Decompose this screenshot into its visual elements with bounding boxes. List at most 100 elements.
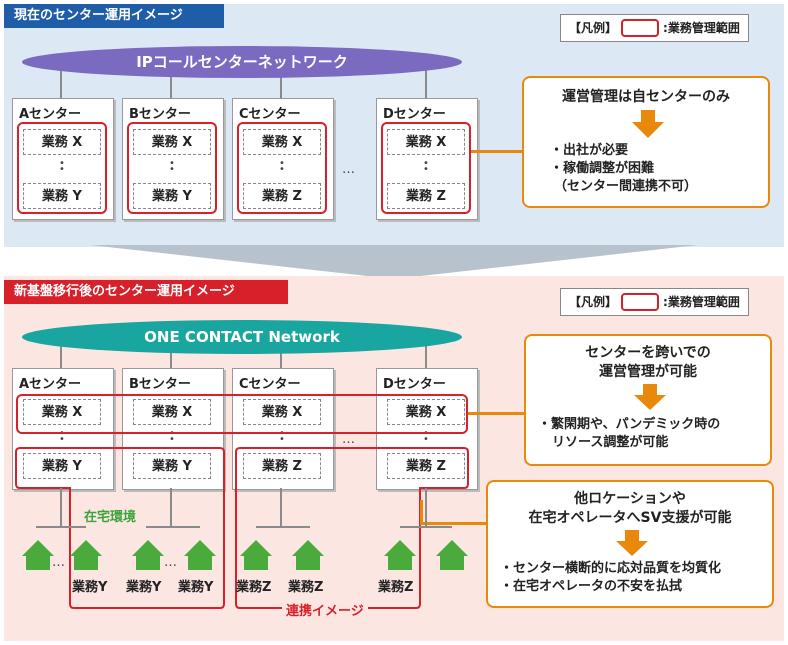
callout-connector xyxy=(420,500,423,524)
house-icon xyxy=(436,540,468,570)
house-label: 業務Z xyxy=(236,580,272,595)
callout-item: ・出社が必要 xyxy=(550,143,629,158)
house-icon xyxy=(132,540,164,570)
management-scope-a xyxy=(17,122,107,214)
tree-line xyxy=(256,526,310,528)
center-title: Bセンター xyxy=(129,377,191,392)
callout-connector xyxy=(468,412,526,415)
tree-line xyxy=(425,488,427,526)
center-title: Aセンター xyxy=(19,377,82,392)
tree-line xyxy=(60,488,62,526)
callout-cross-center: センターを跨いでの 運営管理が可能 ・繁閑期や、パンデミック時の リソース調整が… xyxy=(524,334,772,466)
management-scope-d xyxy=(381,122,471,214)
callout-heading: 運営管理は自センターのみ xyxy=(562,89,730,105)
house-icon xyxy=(384,540,416,570)
new-operation-title: 新基盤移行後のセンター運用イメージ xyxy=(4,280,288,304)
callout-heading: センターを跨いでの xyxy=(585,345,711,361)
house-icon xyxy=(22,540,54,570)
down-arrow-icon xyxy=(632,110,664,138)
center-title: Dセンター xyxy=(383,107,446,122)
connector-line xyxy=(280,70,282,100)
center-d: Dセンター 業務 X •• 業務 Z xyxy=(376,98,478,220)
legend-bottom: 【凡例】 :業務管理範囲 xyxy=(560,288,749,316)
transition-arrow-icon xyxy=(90,245,698,279)
ellipsis: … xyxy=(342,162,357,177)
house-icon xyxy=(292,540,324,570)
task-box: 業務 Z xyxy=(243,183,321,209)
callout-connector xyxy=(420,522,488,525)
vertical-dots: •• xyxy=(423,158,429,175)
connector-line xyxy=(170,70,172,100)
task-box: 業務 X xyxy=(243,399,321,425)
task-box: 業務 Y xyxy=(23,183,101,209)
callout-item: ・繁閑期や、パンデミック時の xyxy=(538,417,721,432)
house-label: 業務Y xyxy=(72,580,108,595)
callout-connector xyxy=(471,150,523,153)
ellipsis: … xyxy=(342,432,357,447)
connector-line xyxy=(425,340,427,370)
task-box: 業務 X xyxy=(23,129,101,155)
task-box: 業務 Y xyxy=(133,183,211,209)
task-box: 業務 X xyxy=(387,399,465,425)
cooperation-image-label: 連携イメージ xyxy=(282,600,368,619)
down-arrow-icon xyxy=(616,530,648,556)
center-title: Aセンター xyxy=(19,107,82,122)
vertical-dots: •• xyxy=(279,158,285,175)
legend-label: 【凡例】 xyxy=(569,295,618,309)
task-box: 業務 X xyxy=(23,399,101,425)
center-title: Cセンター xyxy=(239,107,301,122)
task-box: 業務 X xyxy=(133,399,211,425)
house-icon xyxy=(240,540,272,570)
callout-heading: 在宅オペレータへSV支援が可能 xyxy=(528,510,732,526)
house-label: 業務Y xyxy=(126,580,162,595)
legend-swatch xyxy=(621,292,660,311)
management-scope-c xyxy=(237,122,327,214)
center-title: Bセンター xyxy=(129,107,191,122)
management-scope-x-all xyxy=(16,394,468,434)
legend-top: 【凡例】:業務管理範囲 xyxy=(560,14,749,42)
connector-line xyxy=(170,340,172,370)
callout-item: リソース調整が可能 xyxy=(552,435,669,450)
legend-text: :業務管理範囲 xyxy=(663,295,740,309)
center-b: Bセンター 業務 X •• 業務 Y xyxy=(122,98,224,220)
home-environment-label: 在宅環境 xyxy=(84,510,137,525)
task-box: 業務 X xyxy=(243,129,321,155)
callout-item: ・センター横断的に応対品質を均質化 xyxy=(500,561,722,576)
house-icon xyxy=(184,540,216,570)
callout-heading: 運営管理が可能 xyxy=(599,364,697,380)
house-icon xyxy=(70,540,102,570)
tree-line xyxy=(36,526,86,528)
task-box: 業務 X xyxy=(133,129,211,155)
connector-line xyxy=(60,340,62,370)
tree-line xyxy=(400,526,452,528)
center-title: Dセンター xyxy=(383,377,446,392)
callout-current: 運営管理は自センターのみ ・出社が必要 ・稼働調整が困難 （センター間連携不可） xyxy=(522,76,770,208)
house-label: 業務Z xyxy=(288,580,324,595)
task-box: 業務 X xyxy=(387,129,465,155)
tree-line xyxy=(280,488,282,526)
house-label: 業務Z xyxy=(378,580,414,595)
callout-heading: 他ロケーションや xyxy=(574,491,686,507)
center-c: Cセンター 業務 X •• 業務 Z xyxy=(232,98,334,220)
vertical-dots: •• xyxy=(59,158,65,175)
callout-item: ・在宅オペレータの不安を払拭 xyxy=(500,579,683,594)
tree-line xyxy=(170,488,172,526)
connector-line xyxy=(280,340,282,370)
ellipsis: … xyxy=(52,555,67,570)
management-scope-b xyxy=(127,122,217,214)
center-title: Cセンター xyxy=(239,377,301,392)
vertical-dots: •• xyxy=(169,158,175,175)
legend-swatch xyxy=(621,18,660,37)
center-a: Aセンター 業務 X •• 業務 Y xyxy=(12,98,114,220)
callout-remote-support: 他ロケーションや 在宅オペレータへSV支援が可能 ・センター横断的に応対品質を均… xyxy=(486,480,774,608)
connector-line xyxy=(60,70,62,100)
current-operation-title: 現在のセンター運用イメージ xyxy=(4,4,224,28)
ellipsis: … xyxy=(164,555,179,570)
ip-callcenter-network: IPコールセンターネットワーク xyxy=(22,46,462,78)
callout-item: ・稼働調整が困難 xyxy=(550,161,655,176)
down-arrow-icon xyxy=(634,384,666,410)
tree-line xyxy=(146,526,200,528)
one-contact-network: ONE CONTACT Network xyxy=(22,320,462,354)
connector-line xyxy=(425,70,427,100)
